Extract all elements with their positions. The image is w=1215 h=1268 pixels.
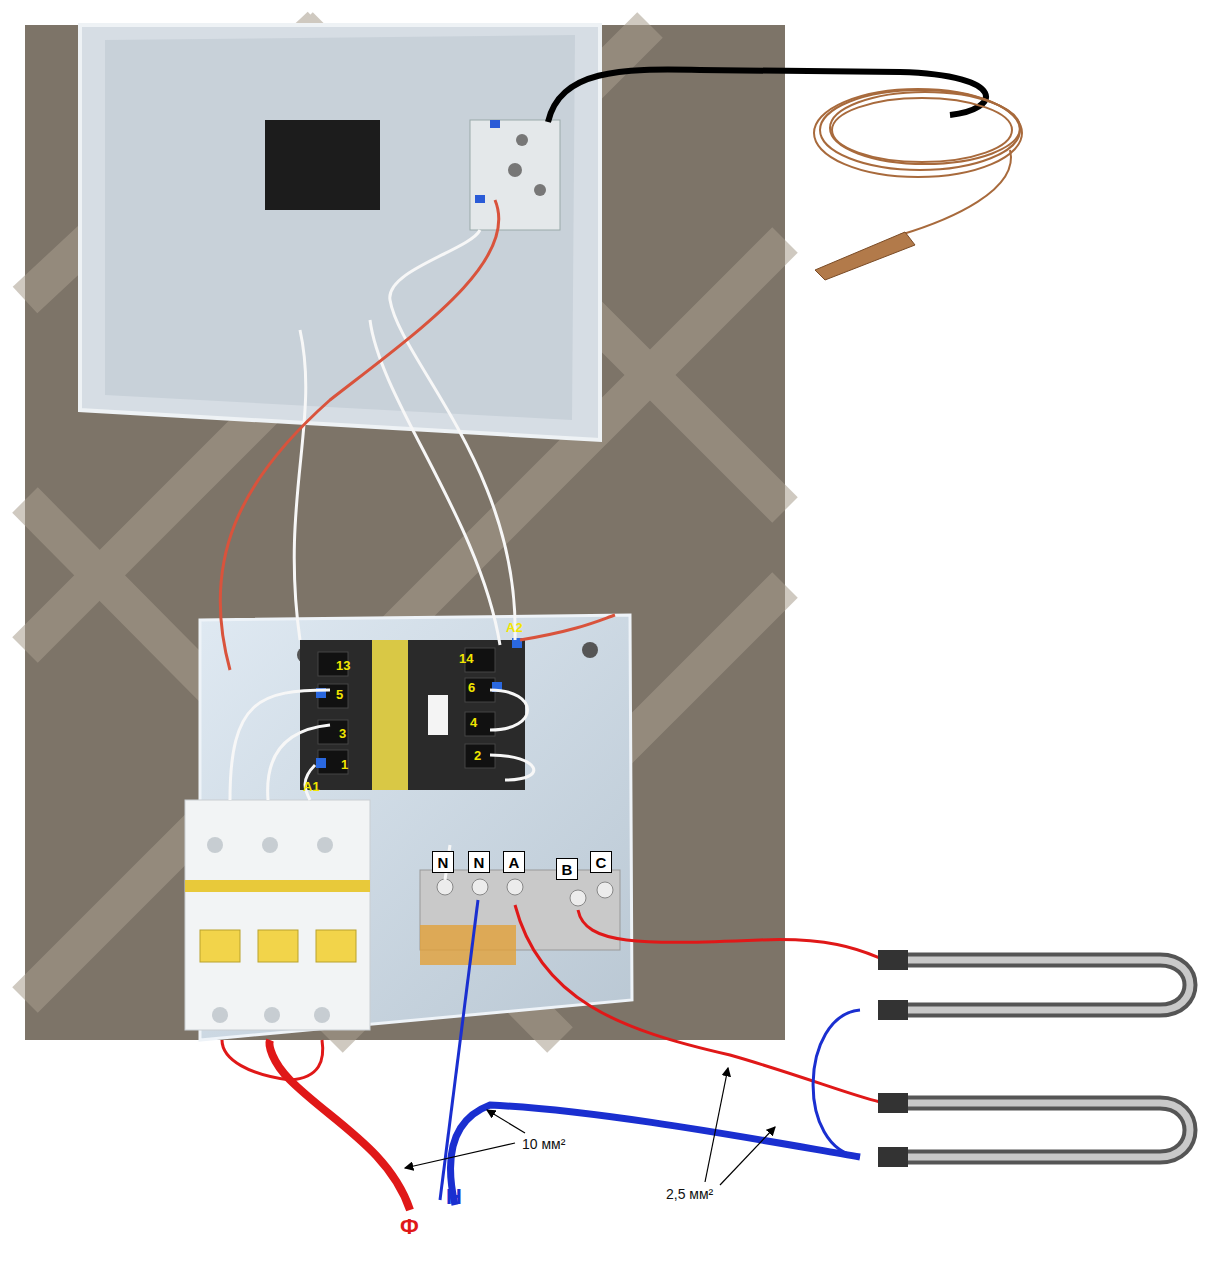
terminal-name: N xyxy=(438,855,449,870)
control-wires xyxy=(230,230,534,880)
capillary-tube xyxy=(548,70,986,122)
neutral-mark: Н xyxy=(446,1186,462,1208)
pin-number: 2 xyxy=(474,749,481,762)
window-cutout xyxy=(265,120,380,210)
phase-mark: Ф xyxy=(400,1216,419,1238)
pin-number: A2 xyxy=(506,621,523,634)
terminal-tag: C xyxy=(590,851,612,873)
thermostat-bulb xyxy=(815,232,915,280)
terminal-tag: N xyxy=(468,851,490,873)
terminal-name: C xyxy=(596,855,607,870)
cross-section: 2,5 мм² xyxy=(664,1186,715,1202)
lid-inside xyxy=(105,35,575,420)
contactor xyxy=(300,640,525,790)
heater-wires xyxy=(515,905,880,1102)
terminal-tag: A xyxy=(503,851,525,873)
coil-wires xyxy=(220,200,615,670)
capillary-coil xyxy=(814,89,1022,235)
terminal-name: A xyxy=(509,855,520,870)
pin-number: 14 xyxy=(459,652,473,665)
leader-line xyxy=(405,1068,775,1185)
photo-ground xyxy=(25,25,785,1040)
heating-element xyxy=(878,950,1190,1167)
enclosure-lid xyxy=(80,25,600,440)
terminal-name: N xyxy=(474,855,485,870)
pin-number: 13 xyxy=(336,659,350,672)
terminal-name: B xyxy=(562,862,573,877)
supply-wires xyxy=(222,900,860,1210)
cross-section: 10 мм² xyxy=(520,1136,567,1152)
pin-number: 4 xyxy=(470,716,477,729)
jumper-wire xyxy=(813,1010,860,1157)
pin-number: A1 xyxy=(303,780,320,793)
pin-number: 1 xyxy=(341,758,348,771)
pin-number: 6 xyxy=(468,681,475,694)
circuit-breaker xyxy=(185,800,370,1030)
thermostat xyxy=(470,120,560,230)
terminal-tag: N xyxy=(432,851,454,873)
carpet-pattern xyxy=(25,25,785,1040)
pin-number: 3 xyxy=(339,727,346,740)
terminal-tag: B xyxy=(556,858,578,880)
pin-number: 5 xyxy=(336,688,343,701)
